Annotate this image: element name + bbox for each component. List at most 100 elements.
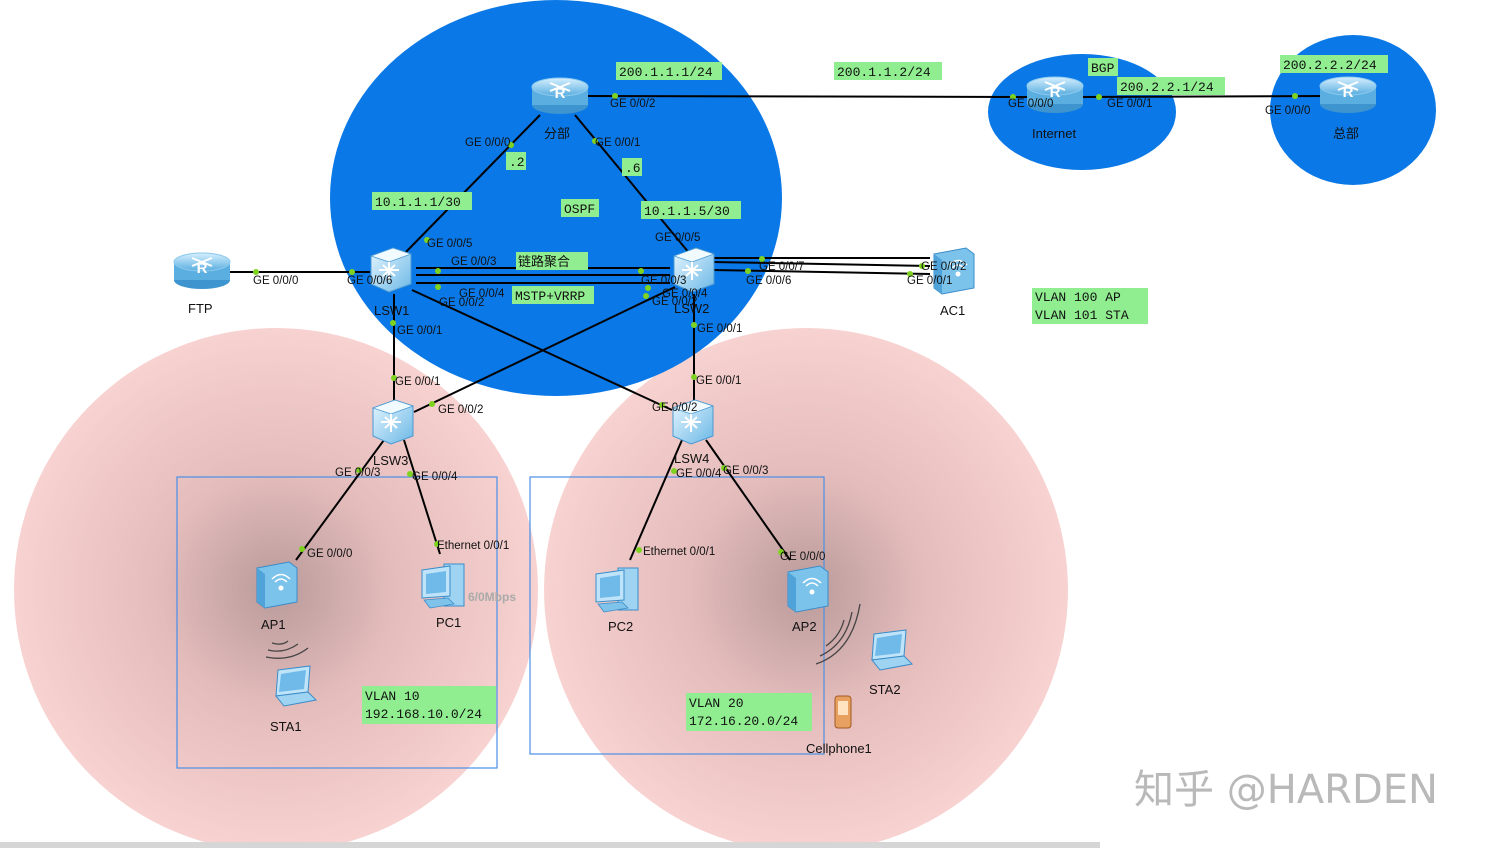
router-hq[interactable]: R [1319, 76, 1377, 114]
svg-text:BGP: BGP [1091, 61, 1115, 76]
port-labels: GE 0/0/2 GE 0/0/0 GE 0/0/1 GE 0/0/0 GE 0… [253, 98, 1310, 563]
port-dot [671, 468, 677, 474]
box-ip-inet-in: 200.1.1.2/24 [834, 62, 942, 80]
svg-text:GE 0/0/5: GE 0/0/5 [427, 238, 472, 250]
name-pc1: PC1 [436, 615, 461, 630]
box-dot6: .6 [622, 158, 642, 176]
svg-text:GE 0/0/2: GE 0/0/2 [610, 98, 655, 110]
port-dot [424, 237, 430, 243]
box-link-agg: 链路聚合 [516, 252, 588, 270]
svg-text:GE 0/0/5: GE 0/0/5 [655, 232, 700, 244]
box-bgp: BGP [1088, 58, 1118, 76]
port-dot [643, 293, 649, 299]
router-glyph: R [1050, 84, 1061, 101]
port-dot [356, 467, 362, 473]
port-dot [612, 93, 618, 99]
svg-text:.6: .6 [625, 161, 641, 176]
ap2[interactable] [787, 565, 829, 613]
port-dot [407, 471, 413, 477]
svg-text:GE 0/0/6: GE 0/0/6 [347, 275, 392, 287]
ap1[interactable] [256, 561, 298, 609]
port-dot [721, 465, 727, 471]
router-branch[interactable]: R [531, 77, 589, 115]
port-dot [907, 271, 913, 277]
svg-text:GE 0/0/1: GE 0/0/1 [907, 275, 952, 287]
svg-text:VLAN 10: VLAN 10 [365, 689, 420, 704]
router-ftp[interactable]: R [173, 252, 231, 290]
port-dot [299, 546, 305, 552]
svg-text:GE 0/0/2: GE 0/0/2 [652, 402, 697, 414]
router-glyph: R [1343, 84, 1354, 101]
svg-text:GE 0/0/1: GE 0/0/1 [397, 325, 442, 337]
link-branch-lsw1 [403, 114, 541, 255]
svg-text:VLAN 100 AP: VLAN 100 AP [1035, 290, 1121, 305]
box-vlan20: VLAN 20 172.16.20.0/24 [686, 693, 812, 731]
svg-text:200.2.2.2/24: 200.2.2.2/24 [1283, 58, 1377, 73]
port-dot [919, 263, 925, 269]
wireless-signal-ap2 [815, 603, 861, 665]
svg-text:GE 0/0/7: GE 0/0/7 [759, 261, 804, 273]
box-vlan-ap-sta: VLAN 100 AP VLAN 101 STA [1032, 288, 1148, 324]
port-dot [349, 269, 355, 275]
port-dot [435, 268, 441, 274]
port-dot [745, 268, 751, 274]
link-lsw3-ap1 [295, 439, 385, 561]
port-dots [253, 93, 1298, 555]
box-net-right: 10.1.1.5/30 [641, 201, 741, 219]
svg-text:.2: .2 [509, 155, 525, 170]
name-branch: 分部 [544, 126, 570, 141]
box-ip-inet-out: 200.2.2.1/24 [1117, 77, 1225, 95]
box-vlan10: VLAN 10 192.168.10.0/24 [362, 686, 496, 724]
name-lsw3: LSW3 [373, 453, 408, 468]
svg-text:200.1.1.1/24: 200.1.1.1/24 [619, 65, 713, 80]
svg-text:GE 0/0/4: GE 0/0/4 [676, 468, 722, 480]
cellphone1[interactable] [834, 695, 852, 729]
watermark: 知乎 @HARDEN [1134, 767, 1438, 813]
bottom-scroll-edge [0, 842, 1100, 848]
svg-text:GE 0/0/1: GE 0/0/1 [696, 375, 741, 387]
port-dot [691, 374, 697, 380]
svg-text:OSPF: OSPF [564, 202, 595, 217]
svg-text:GE 0/0/0: GE 0/0/0 [1008, 98, 1053, 110]
pc1[interactable] [421, 563, 465, 609]
pc1-speed: 6/0Mbps [468, 590, 516, 604]
internet-area [988, 54, 1176, 170]
name-lsw2: LSW2 [674, 301, 709, 316]
svg-text:GE 0/0/3: GE 0/0/3 [723, 465, 768, 477]
box-mstp-vrrp: MSTP+VRRP [512, 286, 594, 304]
name-cellphone1: Cellphone1 [806, 741, 872, 756]
port-dot [1292, 93, 1298, 99]
ospf-area [330, 0, 782, 396]
box-ospf: OSPF [561, 199, 599, 217]
name-ftp: FTP [188, 301, 213, 316]
svg-text:VLAN 101 STA: VLAN 101 STA [1035, 308, 1129, 323]
svg-text:GE 0/0/0: GE 0/0/0 [307, 548, 352, 560]
vlan20-frame [529, 476, 825, 755]
name-ac1: AC1 [940, 303, 965, 318]
svg-text:VLAN 20: VLAN 20 [689, 696, 744, 711]
svg-text:GE 0/0/0: GE 0/0/0 [253, 275, 298, 287]
svg-text:GE 0/0/0: GE 0/0/0 [1265, 105, 1310, 117]
svg-text:GE 0/0/2: GE 0/0/2 [921, 261, 966, 273]
name-ap1: AP1 [261, 617, 286, 632]
svg-text:200.1.1.2/24: 200.1.1.2/24 [837, 65, 931, 80]
pc2[interactable] [595, 567, 639, 613]
svg-text:GE 0/0/4: GE 0/0/4 [459, 288, 505, 300]
svg-text:192.168.10.0/24: 192.168.10.0/24 [365, 707, 482, 722]
port-dot [1096, 94, 1102, 100]
port-dot [429, 401, 435, 407]
vlan10-frame [176, 476, 498, 769]
svg-text:10.1.1.5/30: 10.1.1.5/30 [644, 204, 730, 219]
port-dot [659, 402, 665, 408]
svg-text:GE 0/0/0: GE 0/0/0 [465, 137, 510, 149]
port-dot [391, 375, 397, 381]
svg-text:200.2.2.1/24: 200.2.2.1/24 [1120, 80, 1214, 95]
name-hq: 总部 [1333, 126, 1359, 141]
switch-lsw3[interactable] [372, 399, 414, 445]
port-dot [508, 142, 514, 148]
svg-text:Ethernet 0/0/1: Ethernet 0/0/1 [437, 540, 509, 552]
link-lsw4-pc2 [629, 439, 683, 561]
port-dot [638, 268, 644, 274]
router-internet[interactable]: R [1026, 76, 1084, 114]
